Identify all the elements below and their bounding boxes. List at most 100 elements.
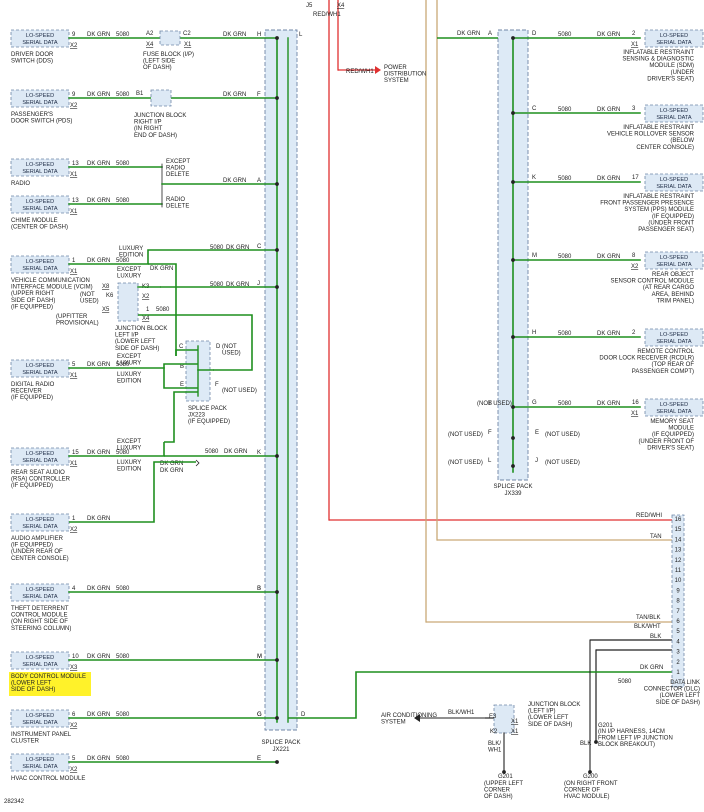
label-line: DK GRN: [87, 756, 110, 762]
label-line: (TOP REAR OF: [652, 362, 695, 368]
label-line: X1: [70, 172, 78, 178]
label-line: (UPFITTER: [56, 314, 88, 320]
label-line: 5080: [210, 245, 224, 251]
label-line: 5080: [116, 32, 130, 38]
label-line: CORNER OF: [564, 788, 600, 794]
label-line: RED/WH1: [346, 69, 374, 75]
wire-color: DK GRN: [150, 266, 173, 272]
label-line: AIR CONDITIONING: [381, 713, 437, 719]
label-line: CORNER: [484, 788, 511, 794]
label-line: LO-SPEED: [26, 451, 54, 457]
ac-wire-label: BLK/WH1: [448, 710, 475, 716]
jx339-unused-right: J: [535, 458, 538, 464]
not-used-left: (NOT USED): [448, 460, 483, 466]
label-line: LO-SPEED: [660, 177, 688, 183]
module-connector: X2: [70, 103, 78, 109]
jx223-d: D: [216, 344, 221, 350]
circuit-number: 5080: [618, 679, 632, 685]
dlc-pin-10: 10: [675, 578, 682, 584]
module-pin: 17: [632, 175, 639, 181]
label-line: LO-SPEED: [660, 108, 688, 114]
label-line: DK GRN: [87, 362, 110, 368]
wire-jx223-c: [175, 349, 198, 356]
wire-color: DK GRN: [160, 468, 183, 474]
label-line: 5080: [116, 450, 130, 456]
red-wire-label-top: RED/WH1: [313, 12, 341, 18]
module-connector: X2: [631, 264, 639, 270]
label-line: INTERFACE MODULE (VCIM): [11, 285, 93, 291]
label-line: A: [488, 31, 492, 37]
label-line: DRIVER DOOR: [11, 52, 54, 58]
circuit-number: 5080: [558, 401, 572, 407]
module-pin: 5: [72, 756, 76, 762]
circuit-number: 5080: [116, 92, 130, 98]
label-line: DK GRN: [597, 107, 620, 113]
dlc-wire-4: BLK/WHT: [634, 624, 661, 630]
label-line: INFLATABLE RESTRAINT: [623, 194, 694, 200]
module-pin: 2: [632, 330, 636, 336]
label-line: JX221: [272, 747, 290, 753]
label-line: 6: [72, 712, 76, 718]
jx339-unused-left: F: [488, 430, 492, 436]
label-line: SERIAL DATA: [22, 458, 58, 464]
wire-color: DK GRN: [640, 665, 663, 671]
lo-speed-text: LO-SPEED: [26, 757, 54, 763]
label-line: FROM LEFT I/P JUNCTION: [598, 736, 673, 742]
label-line: SERIAL DATA: [656, 115, 692, 121]
module-pin: 1: [72, 516, 76, 522]
label-line: JX223: [188, 413, 206, 419]
label-line: 1: [72, 258, 76, 264]
jx223-f: F: [215, 382, 219, 388]
label-line: DK GRN: [597, 331, 620, 337]
jx339-pin: M: [532, 253, 537, 259]
label-line: AUDIO AMPLIFIER: [11, 536, 64, 542]
label-line: PROVISIONAL): [56, 321, 99, 327]
splice-pack-jx221-name: SPLICE PACK: [262, 740, 301, 746]
ground-g201-splice: [594, 740, 598, 744]
label-line: (NOT: [80, 292, 95, 298]
jx339-pin: C: [532, 106, 537, 112]
wire-jx221-to-dlc: [288, 671, 672, 719]
label-line: DK GRN: [226, 282, 249, 288]
label-line: B: [257, 586, 261, 592]
label-line: SERIAL DATA: [656, 184, 692, 190]
label-line: X1: [70, 461, 78, 467]
label-line: TRIM PANEL): [656, 298, 694, 304]
splice-dot: [275, 590, 279, 594]
label-line: DK GRN: [223, 32, 246, 38]
splice-dot: [275, 248, 279, 252]
label-line: EXCEPT: [166, 159, 190, 165]
junction-block-right-connector: [150, 89, 172, 107]
label-line: BLK/WH1: [448, 710, 475, 716]
jx339-unused-right: E: [535, 430, 539, 436]
label-line: SIDE OF DASH): [528, 722, 572, 728]
label-line: X1: [70, 373, 78, 379]
lo-speed-text: LO-SPEED: [26, 451, 54, 457]
label-line: K2: [490, 729, 498, 735]
label-line: 3: [632, 106, 636, 112]
label-line: DK GRN: [87, 32, 110, 38]
label-line: 5080: [116, 712, 130, 718]
label-line: 5080: [210, 282, 224, 288]
label-line: E3: [489, 714, 497, 720]
wire-color: DK GRN: [87, 450, 110, 456]
jbl-x8: X8: [102, 284, 110, 290]
circuit-number: 5080: [116, 450, 130, 456]
label-line: (LOWER LEFT: [11, 681, 52, 687]
label-line: 1: [146, 307, 150, 313]
label-line: (ON RIGHT SIDE OF: [11, 619, 68, 625]
label-line: (BELOW: [670, 138, 694, 144]
label-line: EXCEPT: [117, 439, 141, 445]
fuse-pin-a2: A2: [146, 31, 154, 37]
label-line: X5: [102, 307, 110, 313]
label-line: X3: [70, 665, 78, 671]
